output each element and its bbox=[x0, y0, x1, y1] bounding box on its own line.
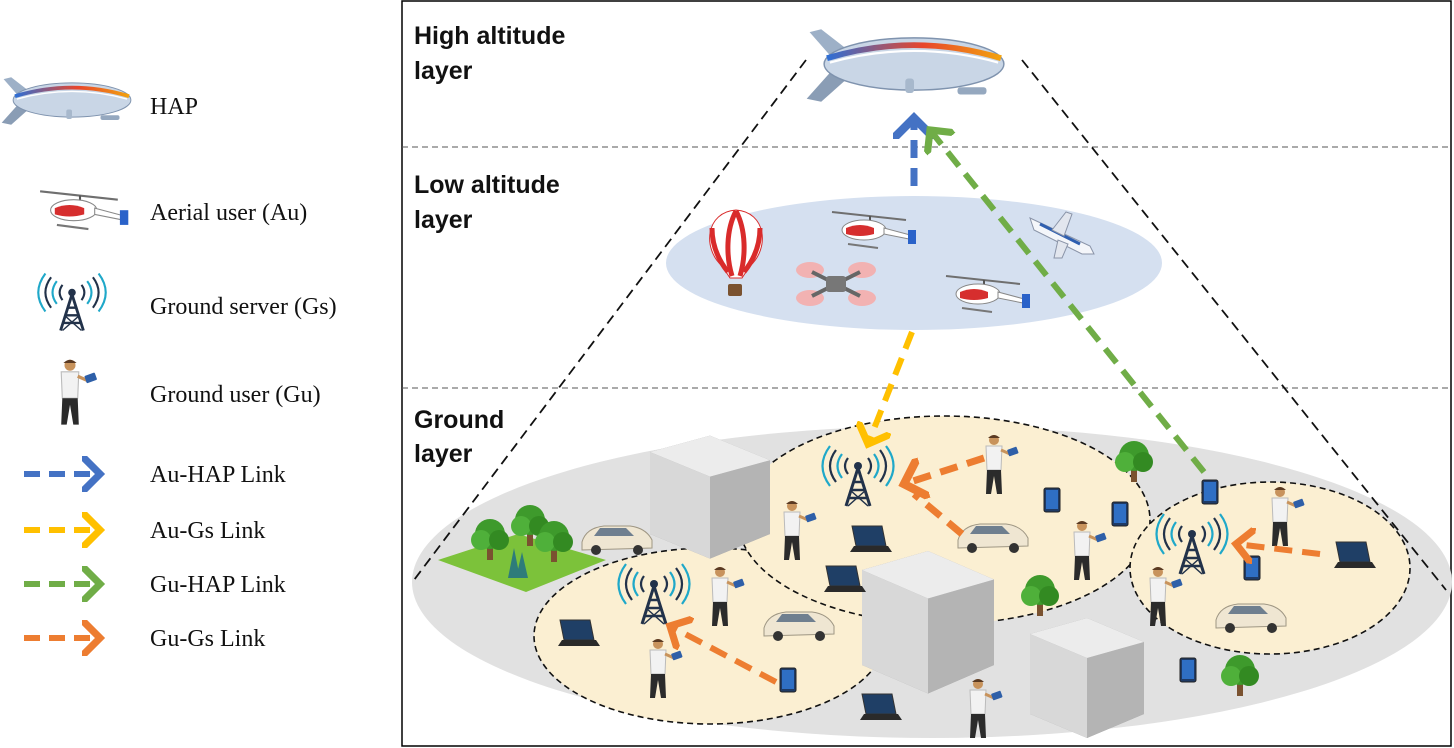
legend-ground-user: Ground user (Gu) bbox=[59, 358, 321, 427]
tablet-icon bbox=[779, 667, 797, 693]
layer-label-ground-line1: Ground bbox=[414, 406, 504, 434]
legend-aerial-user: Aerial user (Au) bbox=[39, 190, 307, 231]
person-with-tablet-icon bbox=[59, 358, 99, 427]
legend: HAP Aerial user (Au) Ground server (Gs) … bbox=[0, 75, 337, 652]
layer-label-high-line1: High altitude bbox=[414, 22, 565, 50]
tablet-icon bbox=[1179, 657, 1197, 683]
tablet-icon bbox=[1111, 501, 1129, 527]
legend-label-hap: HAP bbox=[150, 94, 198, 120]
legend-label-ground-user: Ground user (Gu) bbox=[150, 382, 321, 408]
coverage-cell-right bbox=[1129, 481, 1411, 655]
legend-label-aerial-user: Aerial user (Au) bbox=[150, 200, 307, 226]
gu-gs-link-arrow bbox=[911, 491, 965, 537]
building-icon bbox=[862, 551, 994, 694]
legend-link-gu-hap: Gu-HAP Link bbox=[24, 572, 286, 598]
coverage-cone-left bbox=[413, 59, 807, 581]
building-icon bbox=[650, 435, 770, 559]
legend-label-au-gs: Au-Gs Link bbox=[150, 518, 265, 544]
au-gs-link-arrow bbox=[868, 330, 915, 444]
layer-label-ground-line2: layer bbox=[414, 440, 473, 468]
legend-label-ground-server: Ground server (Gs) bbox=[150, 294, 337, 320]
legend-link-gu-gs: Gu-Gs Link bbox=[24, 626, 265, 652]
legend-link-au-hap: Au-HAP Link bbox=[24, 462, 286, 488]
layer-label-low-line1: Low altitude bbox=[414, 171, 560, 199]
gu-gs-link-arrow bbox=[670, 626, 778, 685]
main-panel: High altitude layer Low altitude layer G… bbox=[401, 0, 1452, 747]
tablet-icon bbox=[1043, 487, 1061, 513]
radio-tower-icon bbox=[36, 272, 108, 332]
legend-label-gu-gs: Gu-Gs Link bbox=[150, 626, 265, 652]
gu-gs-link-arrow bbox=[904, 454, 986, 484]
drone-icon bbox=[796, 262, 876, 306]
building-icon bbox=[1030, 618, 1144, 738]
tablet-icon bbox=[1201, 479, 1219, 505]
park-area bbox=[438, 505, 606, 592]
layer-label-low-line2: layer bbox=[414, 206, 473, 234]
legend-link-au-gs: Au-Gs Link bbox=[24, 518, 265, 544]
tablet-icon bbox=[1243, 555, 1261, 581]
legend-hap: HAP bbox=[0, 75, 198, 127]
legend-label-au-hap: Au-HAP Link bbox=[150, 462, 286, 488]
legend-ground-server: Ground server (Gs) bbox=[36, 272, 337, 332]
layer-label-high-line2: layer bbox=[414, 57, 473, 85]
airplane-icon bbox=[1029, 211, 1095, 259]
gu-gs-link-arrow bbox=[1236, 544, 1321, 554]
hap-airship-icon bbox=[0, 75, 133, 127]
coverage-cone-right bbox=[1021, 59, 1447, 591]
legend-label-gu-hap: Gu-HAP Link bbox=[150, 572, 286, 598]
helicopter-icon bbox=[39, 190, 130, 231]
hot-air-balloon-icon bbox=[709, 209, 763, 296]
gu-hap-link-arrow bbox=[930, 130, 1207, 474]
